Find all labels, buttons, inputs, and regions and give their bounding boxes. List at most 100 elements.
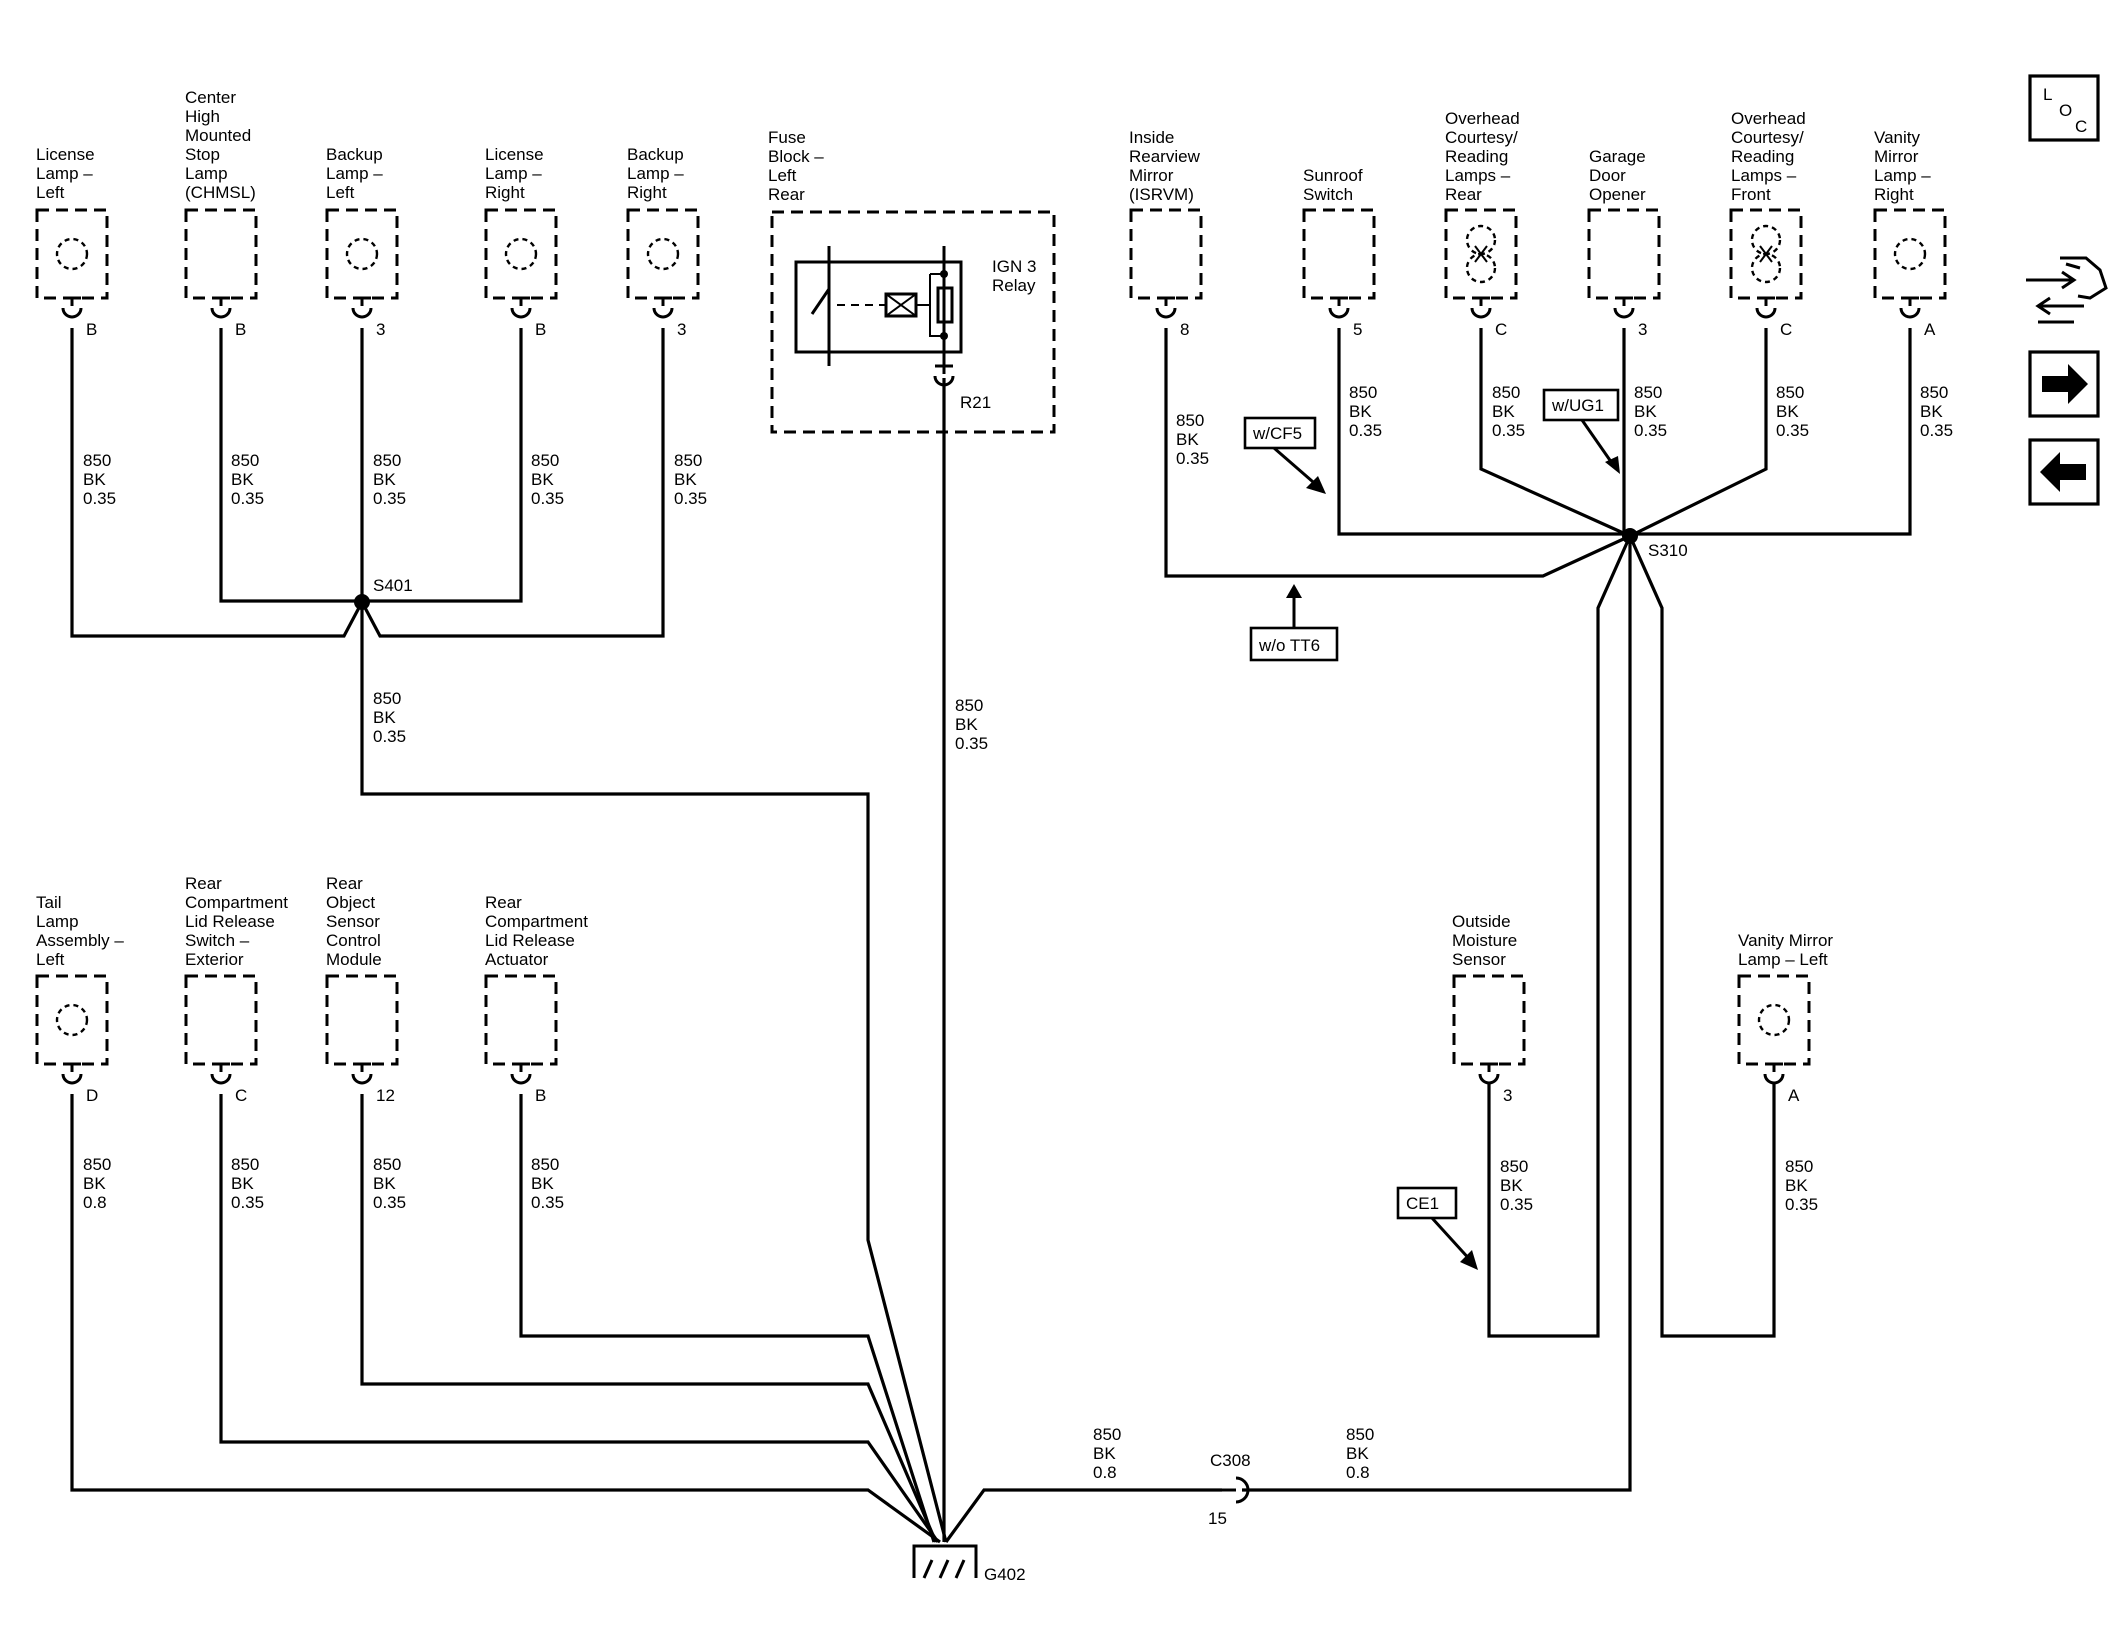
component-name-line: Backup <box>326 145 383 164</box>
wire-s310-moisture <box>1487 535 1632 1338</box>
bulb-icon <box>646 237 680 271</box>
wire-label-line: BK <box>531 470 554 489</box>
pin-label: 3 <box>1503 1086 1512 1105</box>
component-name-line: Actuator <box>485 950 549 969</box>
component-name-line: Sensor <box>326 912 380 931</box>
next-page-button[interactable] <box>2028 350 2100 418</box>
component-box <box>35 208 109 300</box>
pin-label: B <box>86 320 97 339</box>
ground-label: G402 <box>984 1565 1026 1584</box>
option-arrow <box>1430 1216 1474 1264</box>
wire-label-line: 850 <box>1634 383 1662 402</box>
relay-icon <box>794 260 963 354</box>
component-name-line: Lid Release <box>485 931 575 950</box>
component-box <box>1737 974 1811 1066</box>
pin-label: C <box>1495 320 1507 339</box>
component-name-line: Lamp – <box>326 164 383 183</box>
wire-label-line: 0.35 <box>531 1193 564 1212</box>
component-name-line: Rear <box>485 893 522 912</box>
wire-label-line: 850 <box>1500 1157 1528 1176</box>
previous-page-button[interactable] <box>2028 438 2100 506</box>
option-tt6-text: w/o TT6 <box>1258 636 1320 655</box>
component-name-line: Lid Release <box>185 912 275 931</box>
component-box <box>1129 208 1203 300</box>
wire-label-line: 850 <box>531 1155 559 1174</box>
wire-s401-ground <box>360 602 948 1543</box>
component-name-line: Left <box>36 183 65 202</box>
wire-lid-switch <box>219 1094 940 1543</box>
wire-label-line: 0.35 <box>1500 1195 1533 1214</box>
pin-label: 3 <box>677 320 686 339</box>
component-box <box>1302 208 1376 300</box>
dome-lamp-icon <box>1750 224 1782 284</box>
wire-label-line: BK <box>373 1174 396 1193</box>
wire-label-line: 850 <box>231 1155 259 1174</box>
wire-label-line: BK <box>373 470 396 489</box>
wire-label-line: 850 <box>1093 1425 1121 1444</box>
connector-view-icon[interactable] <box>2026 256 2108 324</box>
component-name-line: Control <box>326 931 381 950</box>
component-name-line: Rear <box>1445 185 1482 204</box>
component-name-line: Courtesy/ <box>1445 128 1518 147</box>
loc-button[interactable]: LOC <box>2028 74 2100 142</box>
component-name-line: Object <box>326 893 375 912</box>
arrow-left-icon <box>2040 452 2086 492</box>
wire-label-line: 0.35 <box>531 489 564 508</box>
component-name-line: Moisture <box>1452 931 1517 950</box>
wire-label-line: BK <box>1492 402 1515 421</box>
pin-label: 12 <box>376 1086 395 1105</box>
component-name-line: Compartment <box>185 893 288 912</box>
pin-label: A <box>1924 320 1936 339</box>
component-box <box>325 208 399 300</box>
wire-label-line: 850 <box>1349 383 1377 402</box>
option-arrow <box>1273 446 1321 490</box>
component-name-line: Courtesy/ <box>1731 128 1804 147</box>
wire-label-line: BK <box>1176 430 1199 449</box>
wire-label-line: 0.35 <box>83 489 116 508</box>
wire-label-line: 850 <box>83 1155 111 1174</box>
component-name-line: License <box>485 145 544 164</box>
component-name-line: Lamp – Left <box>1738 950 1828 969</box>
component-name-line: Sunroof <box>1303 166 1363 185</box>
option-tt6: w/o TT6 <box>1249 626 1339 662</box>
pin-label: 3 <box>376 320 385 339</box>
component-box <box>484 974 558 1066</box>
component-box <box>1587 208 1661 300</box>
option-cf5: w/CF5 <box>1243 416 1317 450</box>
wire-label-line: 0.35 <box>231 1193 264 1212</box>
wire-label-line: BK <box>83 470 106 489</box>
component-name-line: Overhead <box>1731 109 1806 128</box>
wire-label-line: BK <box>1920 402 1943 421</box>
relay-label-line: IGN 3 <box>992 257 1036 276</box>
pin-label: 5 <box>1353 320 1362 339</box>
wire-ground-c308 <box>944 1488 1222 1543</box>
connector-pin: 15 <box>1208 1509 1227 1528</box>
component-name-line: Overhead <box>1445 109 1520 128</box>
wire-label-line: 850 <box>373 1155 401 1174</box>
bulb-icon <box>1893 237 1927 271</box>
component-name-line: Front <box>1731 185 1771 204</box>
ground-icon <box>912 1544 978 1578</box>
